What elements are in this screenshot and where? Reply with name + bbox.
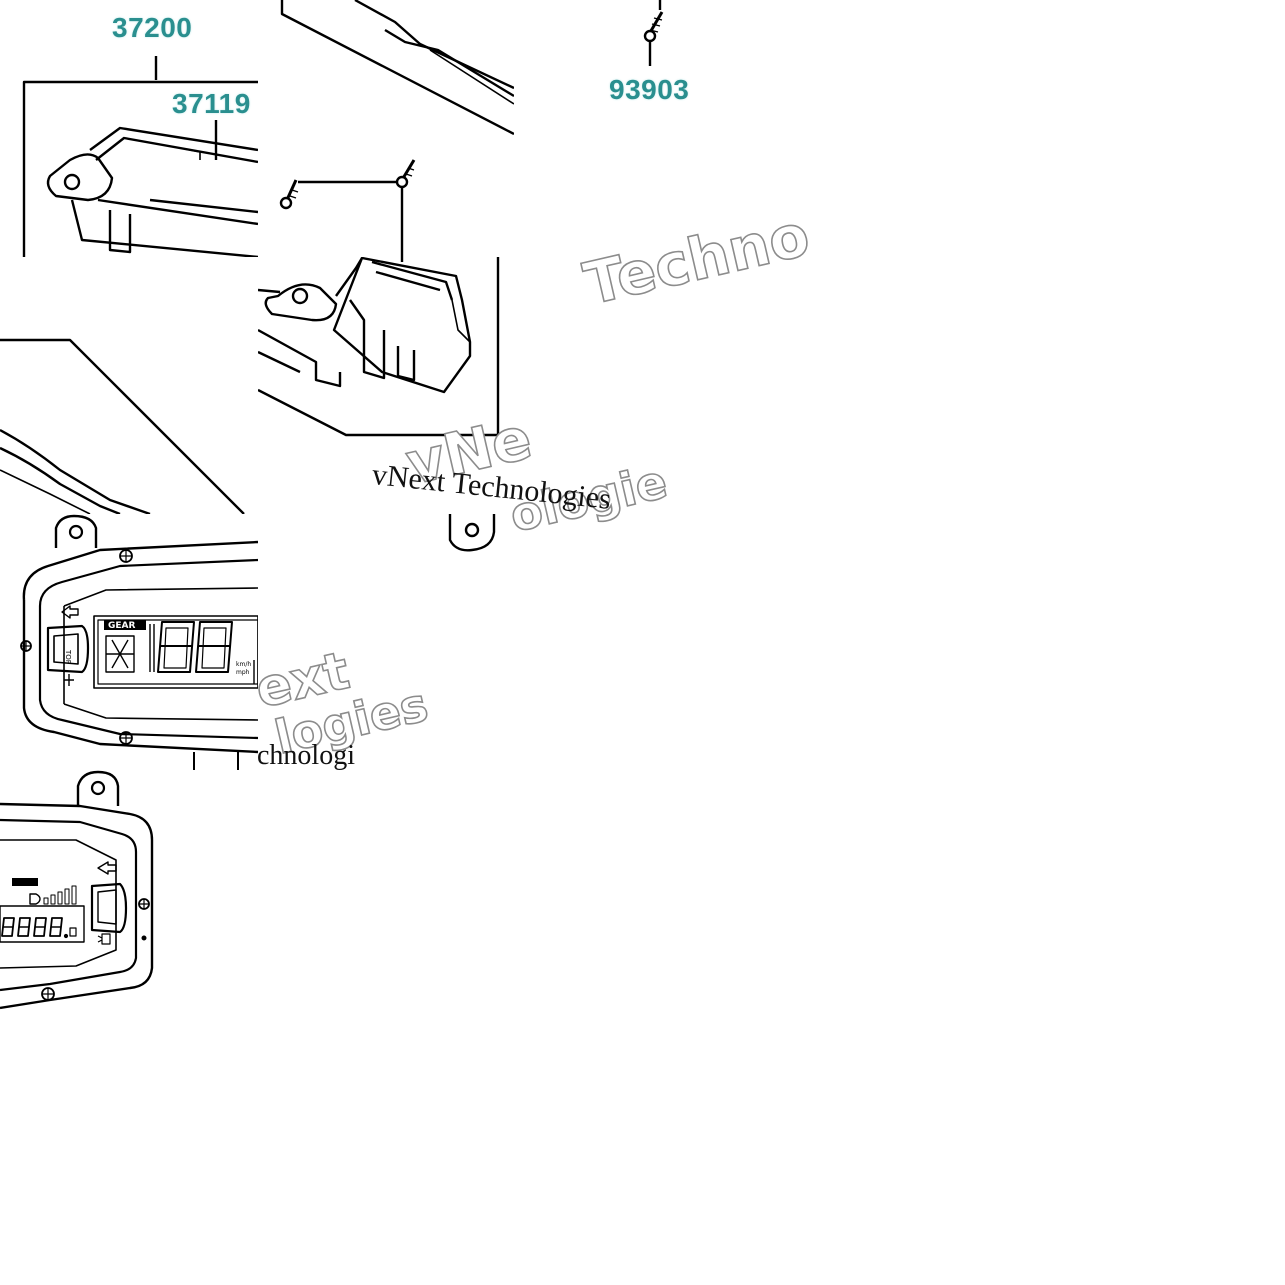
part-number-meter-assembly: 37200 [112,12,193,43]
svg-text:km/h: km/h [236,661,251,668]
svg-text:GEAR: GEAR [108,621,136,631]
lens-fragment-top [280,0,514,135]
part-number-tapping-screw: 93903 [609,74,690,105]
watermark-caption-fragment: chnologi [257,740,355,771]
lens-fragment-left [0,338,245,514]
meter-body-tile [258,257,500,437]
meter-front-tile: TOP GEAR km/h mph [20,514,258,770]
meter-assembly-tile [22,56,258,257]
svg-text:TOP: TOP [64,649,72,664]
tapping-screw-right [643,0,664,66]
mount-bracket [448,514,496,552]
screw-leader [279,159,416,262]
meter-front-tile-2 [0,770,154,1010]
svg-text:mph: mph [236,669,250,676]
part-number-meter-case: 37119 [172,88,251,119]
part-number-meter-case-clip: 37119 [172,88,258,128]
